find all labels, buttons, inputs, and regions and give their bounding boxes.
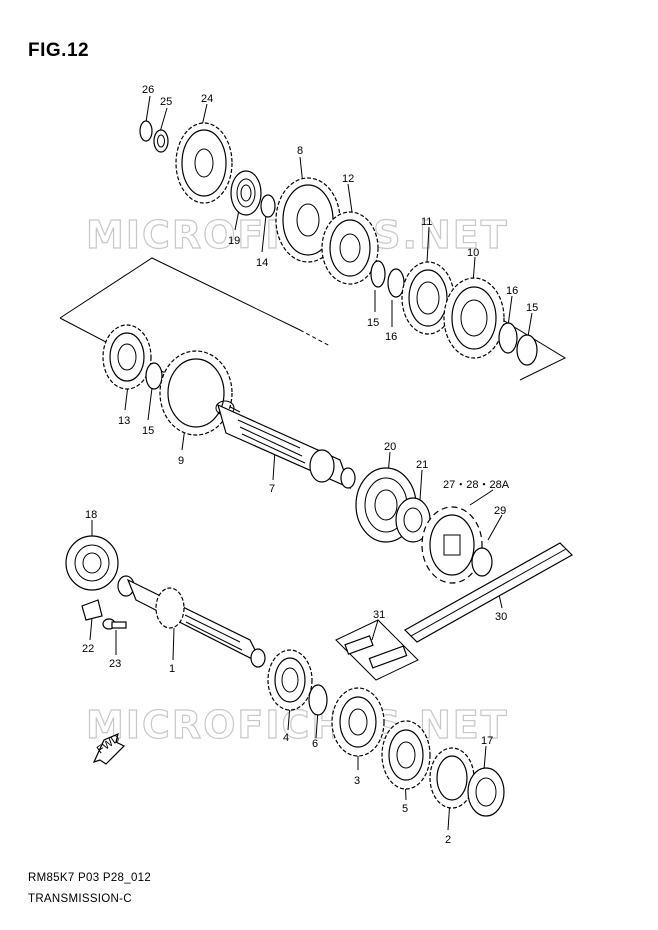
part-8-gear: [275, 177, 341, 263]
callout-15-middle: 15: [142, 425, 154, 437]
part-7-countershaft: [217, 403, 356, 490]
callout-15-right: 15: [526, 302, 538, 314]
callout-12: 12: [342, 173, 354, 185]
callout-labels: 26 25 24 19 14 8 12 11 10 16 15 15 16 13…: [82, 84, 538, 846]
callout-29: 29: [494, 505, 506, 517]
part-1-mainshaft: [117, 575, 266, 668]
part-11-gear: [401, 261, 455, 335]
part-27-sprocket: [421, 506, 483, 584]
callout-5: 5: [402, 803, 408, 815]
part-15-circlip-middle: [145, 362, 163, 390]
callout-24: 24: [201, 93, 213, 105]
callout-4: 4: [283, 732, 289, 744]
part-26-circlip: [139, 120, 153, 142]
callout-17: 17: [481, 735, 493, 747]
part-15-circlip-upper: [370, 260, 386, 288]
part-17-bearing: [467, 767, 505, 817]
part-13-gear: [102, 324, 152, 390]
part-25-washer: [153, 129, 169, 153]
part-24-gear: [175, 122, 233, 204]
callout-25: 25: [160, 96, 172, 108]
part-22-plate: [81, 599, 103, 621]
diagram-code: RM85K7 P03 P28_012: [28, 872, 152, 884]
callout-22: 22: [82, 643, 94, 655]
part-16-washer-upper: [387, 268, 405, 298]
callout-3: 3: [354, 775, 360, 787]
part-5-gear: [381, 720, 431, 790]
part-3-gear: [331, 687, 385, 757]
part-16-washer-right: [498, 322, 518, 354]
callout-23: 23: [109, 658, 121, 670]
part-19-bearing: [230, 170, 262, 216]
part-10-gear: [443, 277, 505, 359]
callout-1: 1: [169, 663, 175, 675]
part-30-chain: [404, 542, 573, 643]
callout-21: 21: [416, 459, 428, 471]
part-4-gear: [267, 649, 313, 711]
callout-9: 9: [178, 455, 184, 467]
part-15-circlip-right: [516, 334, 538, 366]
part-23-bolt: [102, 618, 127, 630]
callout-15-upper: 15: [367, 317, 379, 329]
callout-16-right: 16: [506, 285, 518, 297]
callout-13: 13: [118, 415, 130, 427]
callout-10: 10: [467, 247, 479, 259]
callout-14: 14: [256, 257, 268, 269]
callout-31: 31: [373, 609, 385, 621]
part-6-washer: [308, 684, 328, 716]
part-9-gear: [159, 350, 235, 436]
callout-16-upper: 16: [385, 331, 397, 343]
figure-title: FIG.12: [28, 40, 90, 61]
callout-30: 30: [495, 611, 507, 623]
part-2-gear: [429, 747, 475, 809]
diagram-name: TRANSMISSION-C: [28, 893, 132, 905]
callout-8: 8: [297, 145, 303, 157]
callout-18: 18: [85, 509, 97, 521]
callout-7: 7: [269, 483, 275, 495]
part-29-circlip: [471, 547, 493, 577]
callout-2: 2: [445, 834, 451, 846]
callout-11: 11: [421, 216, 432, 228]
callout-6: 6: [312, 738, 318, 750]
callout-26: 26: [142, 84, 154, 96]
part-12-gear: [321, 211, 379, 285]
part-18-bearing: [65, 535, 119, 591]
watermark-bottom: MICROFICHES.NET: [86, 703, 509, 747]
part-31-chain-joint: [335, 619, 419, 681]
callout-27-28-28a: 27・28・28A: [443, 479, 510, 491]
callout-20: 20: [384, 441, 396, 453]
part-14-washer: [260, 194, 276, 218]
callout-19: 19: [228, 235, 240, 247]
